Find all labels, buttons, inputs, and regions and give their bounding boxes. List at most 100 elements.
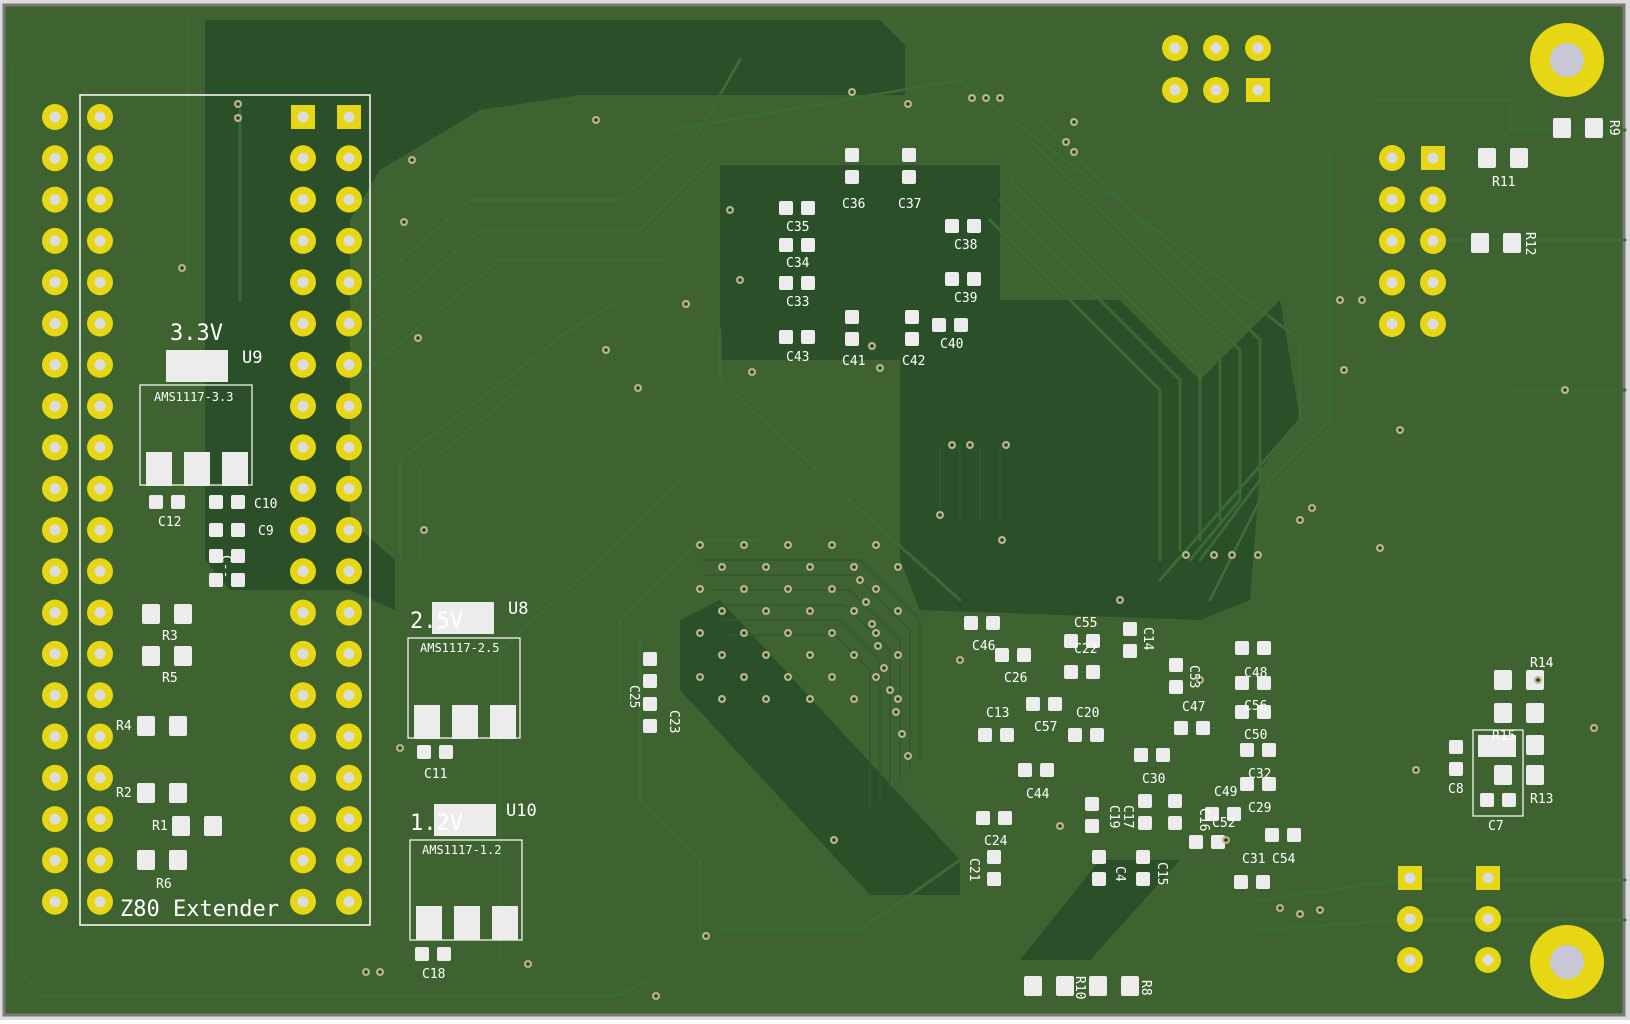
smd-pad [1235, 641, 1249, 655]
via-drill [742, 675, 746, 679]
header-pin [290, 145, 316, 172]
header-pin [87, 558, 113, 585]
u8-voltage: 2.5V [410, 609, 463, 634]
u9-pad-2 [184, 452, 210, 486]
header-pin [336, 682, 362, 709]
smd-pad [1526, 765, 1544, 785]
bottom-header-pin [1398, 866, 1422, 890]
header-pin-drill [94, 483, 106, 495]
pour-top-left [205, 20, 905, 610]
smd-pad [986, 616, 1000, 630]
label-c22: C22 [1074, 642, 1097, 657]
smd-component [1235, 641, 1271, 655]
header-pin-drill [94, 854, 106, 866]
via-drill [808, 609, 812, 613]
header-pin-drill [94, 731, 106, 742]
right-header-pin-drill [1386, 318, 1398, 330]
via-drill [742, 631, 746, 635]
smd-pad [1174, 721, 1188, 735]
bottom-header-pin [1397, 906, 1423, 932]
top-header-pin-drill [1210, 42, 1222, 54]
via-drill [738, 278, 742, 282]
u8-ref: U8 [508, 599, 528, 619]
via [828, 585, 836, 593]
label-c26: C26 [1004, 671, 1027, 686]
header-pin [87, 599, 113, 626]
via-drill [526, 962, 530, 966]
u8-pad-1 [414, 705, 440, 739]
header-pin [87, 517, 113, 543]
label-c24: C24 [984, 834, 1008, 849]
header-pin [42, 640, 68, 667]
via-drill [894, 710, 898, 714]
header-pin [336, 269, 362, 296]
smd-pad [1024, 976, 1042, 996]
via-drill [998, 96, 1002, 100]
smd-pad [231, 549, 245, 563]
header-pin [290, 517, 316, 543]
smd-pad [1123, 644, 1137, 658]
smd-component [905, 310, 919, 346]
label-c55: C55 [1074, 616, 1097, 631]
via-drill [1338, 298, 1342, 302]
label-c13: C13 [986, 706, 1009, 721]
header-pin-drill [49, 854, 61, 866]
header-pin [336, 227, 362, 254]
via [696, 541, 704, 549]
smd-pad [1092, 850, 1106, 864]
via-drill [858, 578, 862, 582]
via-drill [654, 994, 658, 998]
via-drill [896, 697, 900, 701]
via-drill [1198, 678, 1202, 682]
via-drill [808, 653, 812, 657]
header-pin-drill [343, 483, 355, 495]
top-header-pin [1245, 35, 1271, 61]
header-pin [42, 310, 68, 337]
header-pin-drill [343, 111, 355, 123]
u10-pad-1 [416, 906, 442, 940]
via [784, 541, 792, 549]
smd-pad [209, 549, 223, 563]
via-drill [742, 587, 746, 591]
u8-pad-2 [452, 705, 478, 739]
smd-component [137, 783, 187, 803]
smd-pad [1257, 705, 1271, 719]
smd-component [1026, 697, 1062, 711]
header-pin [290, 269, 316, 296]
header-pin [87, 806, 113, 833]
smd-component [209, 573, 245, 587]
via [886, 686, 894, 694]
via-drill [604, 348, 608, 352]
via [740, 629, 748, 637]
via [1296, 910, 1304, 918]
via-drill [874, 587, 878, 591]
header-pin-drill [49, 689, 61, 701]
via [1070, 118, 1078, 126]
via [1210, 551, 1218, 559]
trace-bus-c [353, 258, 662, 382]
via [1002, 441, 1010, 449]
smd-pad [1089, 976, 1107, 996]
smd-pad [1257, 676, 1271, 690]
smd-component [1018, 763, 1054, 777]
header-pin [42, 888, 68, 915]
mounting-hole-bottom-drill [1550, 945, 1584, 979]
via-drill [416, 336, 420, 340]
header-pin-drill [297, 731, 309, 742]
header-pin [42, 145, 68, 172]
smd-component [1134, 748, 1170, 762]
right-header-pin [1420, 186, 1446, 213]
header-pin [336, 764, 362, 791]
label-c57: C57 [1034, 720, 1057, 735]
label-c40: C40 [940, 337, 963, 352]
smd-pad [415, 947, 429, 961]
header-pin [290, 186, 316, 213]
top-header-pin [1203, 77, 1229, 103]
label-c10: C10 [254, 497, 277, 512]
header-pin [290, 723, 316, 750]
u-right-outline [1472, 729, 1524, 817]
label-c17: C17 [1120, 805, 1135, 828]
via [872, 585, 880, 593]
smd-pad [1189, 835, 1203, 849]
via [408, 156, 416, 164]
